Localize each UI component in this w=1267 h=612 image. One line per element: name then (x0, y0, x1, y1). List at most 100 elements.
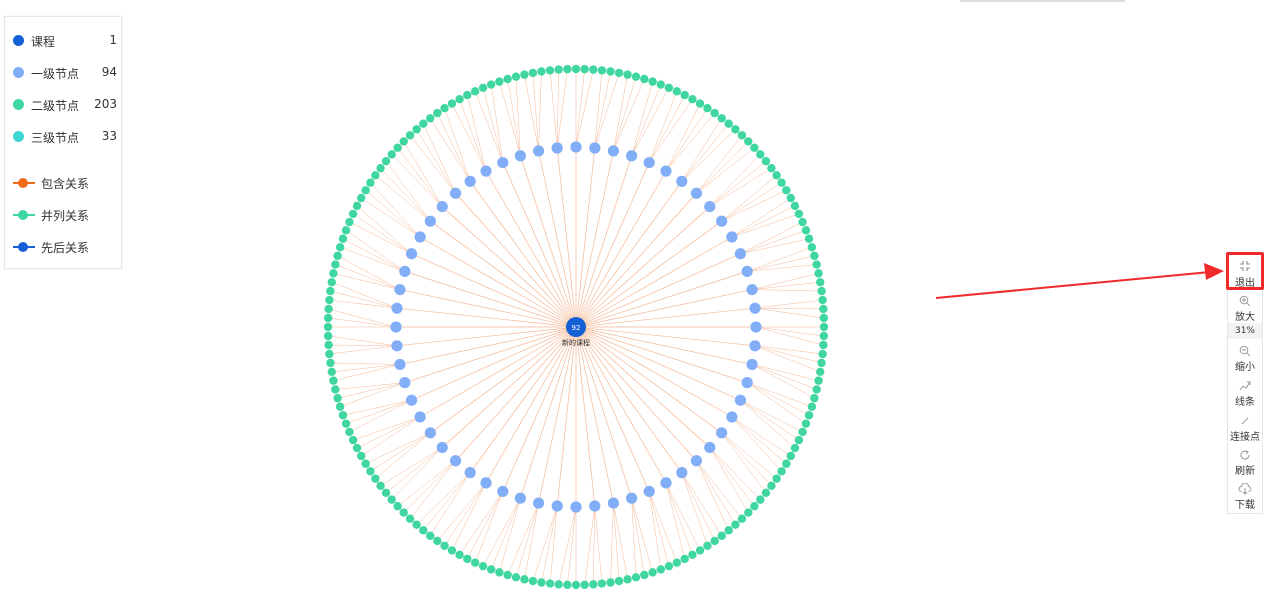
zoom-in-button[interactable]: 放大 (1228, 295, 1262, 323)
contain-edge (345, 230, 405, 272)
level1-node (726, 411, 738, 423)
refresh-icon (1240, 450, 1250, 460)
contain-edge (721, 432, 772, 487)
contain-edge (409, 135, 456, 194)
contain-edge (361, 416, 421, 457)
contain-edge (556, 69, 559, 148)
contain-edge (575, 326, 632, 499)
contain-edge (331, 364, 400, 373)
contain-edge (459, 99, 487, 172)
legend-item-sequence-relation[interactable]: 先后关系 (5, 237, 123, 257)
level2-node (338, 234, 348, 243)
contain-edge (330, 290, 398, 309)
exit-fullscreen-button[interactable]: 退出 (1228, 259, 1262, 289)
level2-node (804, 234, 814, 243)
contain-edge (437, 112, 471, 182)
contain-edge (575, 326, 650, 492)
contain-edge (331, 281, 398, 309)
contain-edge (681, 118, 722, 182)
contain-edge (740, 399, 803, 433)
contain-edge (610, 503, 614, 583)
level1-node (551, 142, 563, 154)
contain-edge (631, 81, 653, 156)
level2-node (324, 340, 333, 350)
contain-edge (754, 307, 824, 319)
contain-edge (575, 69, 585, 148)
level2-node (772, 171, 781, 180)
level2-node (664, 83, 674, 92)
level1-node (607, 497, 620, 509)
contain-edge (755, 307, 824, 310)
contain-edge (575, 326, 614, 504)
contain-edge (594, 71, 611, 149)
level2-node (329, 376, 338, 385)
level2-node (419, 119, 428, 128)
level2-node (801, 419, 811, 428)
level1-node (746, 358, 758, 371)
contain-edge (575, 326, 741, 401)
contain-edge (349, 399, 412, 433)
level2-node (818, 295, 827, 305)
contain-edge (721, 432, 767, 493)
contain-edge (755, 326, 824, 337)
level2-node (819, 331, 829, 341)
legend-count: 203 (94, 97, 117, 111)
level2-node (447, 99, 457, 108)
contain-edge (391, 154, 443, 207)
level2-node (664, 562, 674, 571)
contain-edge (469, 181, 577, 328)
level2-node (447, 546, 457, 555)
refresh-button[interactable]: 刷新 (1228, 449, 1262, 477)
level2-node (387, 150, 396, 159)
level2-node (816, 277, 825, 287)
level2-node (580, 64, 589, 74)
legend-item-level3[interactable]: 三级节点 33 (5, 127, 123, 147)
contain-edge (696, 141, 749, 194)
legend-item-course[interactable]: 课程 1 (5, 31, 123, 51)
level1-node (626, 492, 638, 504)
center-course-node[interactable] (566, 317, 586, 337)
contain-edge (575, 253, 741, 328)
contain-edge (696, 135, 743, 194)
contain-edge (709, 167, 772, 207)
download-button[interactable]: 下载 (1228, 483, 1262, 511)
level2-node (520, 70, 529, 79)
level2-node (503, 74, 512, 84)
lines-button[interactable]: 线条 (1228, 380, 1262, 408)
contain-edge (575, 326, 711, 448)
legend-item-parallel-relation[interactable]: 并列关系 (5, 205, 123, 225)
contain-edge (575, 326, 596, 507)
contain-edge (451, 482, 487, 551)
level2-node (335, 243, 345, 252)
contain-edge (631, 87, 670, 156)
contain-edge (459, 491, 503, 555)
legend-item-level2[interactable]: 二级节点 203 (5, 95, 123, 115)
zoom-out-button[interactable]: 缩小 (1228, 345, 1262, 373)
contain-edge (380, 167, 431, 222)
level2-node (366, 467, 375, 476)
contain-edge (380, 447, 443, 487)
level2-node (731, 125, 740, 134)
contain-edge (681, 472, 722, 536)
legend-label: 三级节点 (31, 131, 80, 145)
level2-node (750, 502, 759, 511)
contain-edge (342, 238, 405, 272)
contain-edge (648, 491, 678, 563)
contain-edge (665, 482, 685, 559)
contain-edge (361, 197, 421, 238)
legend-item-level1[interactable]: 一级节点 94 (5, 63, 123, 83)
level2-node (737, 514, 747, 523)
level2-node (680, 90, 689, 100)
contain-edge (721, 190, 787, 222)
level2-node (329, 269, 338, 278)
center-node-value: 92 (572, 324, 581, 332)
course-dot-icon (13, 35, 24, 46)
level2-node (341, 226, 351, 235)
contain-edge (709, 154, 761, 207)
level2-node (405, 131, 415, 140)
level1-node (394, 358, 406, 371)
level2-node (717, 114, 726, 123)
connect-button[interactable]: 连接点 (1228, 415, 1262, 443)
legend-item-contain-relation[interactable]: 包含关系 (5, 173, 123, 193)
